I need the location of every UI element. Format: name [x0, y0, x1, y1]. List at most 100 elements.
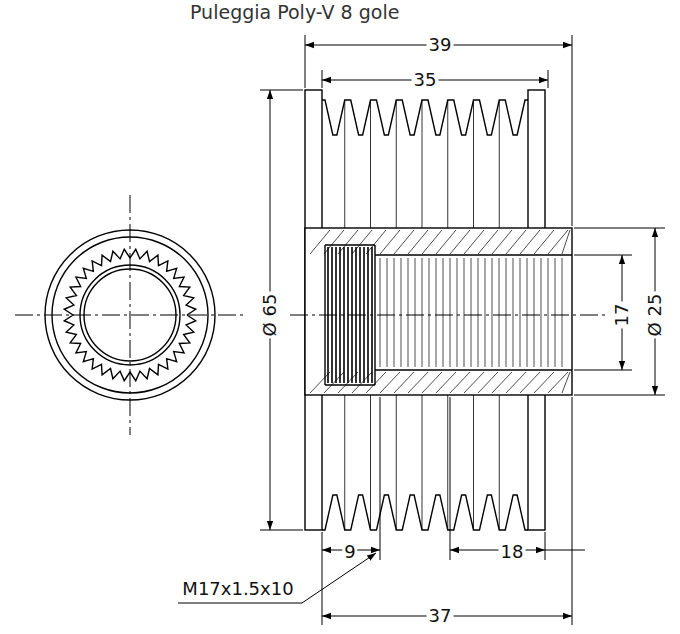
front-view [15, 195, 245, 435]
extension-line [574, 395, 665, 396]
thread-line [415, 258, 416, 367]
extension-line [574, 255, 632, 256]
thread-line [457, 258, 458, 367]
dimension-line [545, 550, 585, 551]
spline-hatch [351, 247, 353, 383]
rib-line [422, 395, 423, 530]
thread-line [513, 258, 514, 367]
side-view [290, 90, 605, 530]
extension-line [305, 35, 306, 88]
bore-line [374, 245, 375, 385]
spline-hatch [343, 247, 345, 383]
extension-line [545, 532, 546, 560]
groove-profile [322, 100, 528, 135]
extension-line [260, 530, 303, 531]
thread-line [548, 258, 549, 367]
thread-line [520, 258, 521, 367]
groove-profile [322, 495, 528, 530]
thread-line [471, 258, 472, 367]
thread-line [541, 258, 542, 367]
thread-line [506, 258, 507, 367]
rib-line [447, 100, 448, 228]
thread-line [485, 258, 486, 367]
extension-line [322, 532, 323, 625]
rib-line [396, 395, 397, 530]
rib-line [396, 100, 397, 228]
thread-line [394, 258, 395, 367]
dimension-value: 37 [427, 606, 454, 626]
dimension-value: 17 [612, 302, 632, 329]
rib-line [370, 100, 371, 228]
dimension-value: 39 [427, 35, 454, 55]
dimension-value: 9 [342, 542, 357, 562]
rib-line [473, 100, 474, 228]
thread-line [534, 258, 535, 367]
dimension-line [450, 550, 545, 551]
dimension-value: 35 [412, 70, 439, 90]
spline-hatch [339, 247, 341, 383]
spline-hatch [363, 247, 365, 383]
extension-line [574, 228, 665, 229]
thread-line [436, 258, 437, 367]
spline-hatch [371, 247, 373, 383]
section-hatch [562, 230, 570, 254]
extension-line [322, 70, 323, 88]
thread-line [387, 258, 388, 367]
extension-line [548, 70, 549, 88]
spline-hatch [347, 247, 349, 383]
rib-line [344, 100, 345, 228]
thread-spec: M17x1.5x10 [180, 579, 295, 599]
extension-line [572, 35, 573, 226]
thread-line [401, 258, 402, 367]
spline-hatch [331, 247, 333, 383]
thread-line [527, 258, 528, 367]
extension-line [572, 397, 573, 625]
extension-line [380, 397, 381, 560]
section-hatch [562, 372, 570, 393]
dimension-value: 18 [499, 542, 526, 562]
dimension-value: Ø 25 [645, 292, 665, 339]
thread-line [429, 258, 430, 367]
rib-line [499, 395, 500, 530]
rib-line [473, 395, 474, 530]
spline-hatch [355, 247, 357, 383]
thread-line [422, 258, 423, 367]
thread-line [492, 258, 493, 367]
thread-line [555, 258, 556, 367]
dimensions [178, 35, 665, 625]
center-line [290, 315, 605, 316]
spline-hatch [335, 247, 337, 383]
center-line [130, 195, 131, 435]
rib-line [447, 395, 448, 530]
thread-line [443, 258, 444, 367]
leader-line [178, 603, 302, 604]
bore-line [325, 244, 375, 245]
spline-hatch [359, 247, 361, 383]
drawing-title: Puleggia Poly-V 8 gole [190, 2, 399, 23]
section-hatch [548, 372, 568, 393]
hub [305, 228, 572, 395]
thread-line [478, 258, 479, 367]
dimension-value: Ø 65 [260, 292, 280, 339]
extension-line [260, 90, 303, 91]
rib-line [344, 395, 345, 530]
thread-line [499, 258, 500, 367]
thread-line [380, 258, 381, 367]
bore-line [375, 369, 572, 370]
thread-line [408, 258, 409, 367]
section-hatch [548, 230, 568, 254]
extension-line [450, 397, 451, 560]
spline-hatch [367, 247, 369, 383]
rib-line [370, 395, 371, 530]
thread-line [464, 258, 465, 367]
thread-line [562, 258, 563, 367]
rib-line [422, 100, 423, 228]
rib-line [499, 100, 500, 228]
thread-line [450, 258, 451, 367]
extension-line [574, 370, 632, 371]
spline-hatch [327, 247, 329, 383]
bore-line [375, 254, 572, 255]
spline-teeth [64, 249, 195, 380]
